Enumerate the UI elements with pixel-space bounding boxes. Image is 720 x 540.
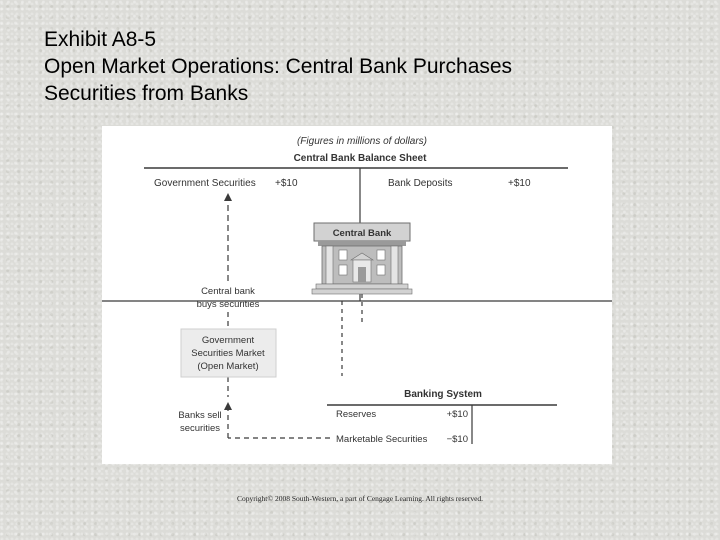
bank-deposits-value: +$10 bbox=[508, 178, 531, 189]
government-securities-value: +$10 bbox=[275, 178, 298, 189]
exhibit-number: Exhibit A8-5 bbox=[44, 28, 157, 51]
open-market-diagram: (Figures in millions of dollars) Central… bbox=[102, 136, 612, 445]
balance-sheet-heading: Central Bank Balance Sheet bbox=[294, 153, 427, 164]
central-bank-buys-line-1: Central bank bbox=[201, 286, 255, 297]
copyright-notice: Copyright© 2008 South-Western, a part of… bbox=[236, 494, 484, 503]
diagram-panel: (Figures in millions of dollars) Central… bbox=[102, 126, 612, 464]
government-securities-label: Government Securities bbox=[154, 178, 256, 189]
marketable-securities-label: Marketable Securities bbox=[336, 434, 428, 445]
open-market-line-1: Government bbox=[202, 335, 255, 346]
reserves-value: +$10 bbox=[447, 409, 468, 420]
open-market-box bbox=[180, 328, 277, 378]
central-bank-buys-line-2: buys securities bbox=[197, 299, 260, 310]
figures-note: (Figures in millions of dollars) bbox=[297, 136, 427, 147]
banking-system-heading: Banking System bbox=[404, 389, 482, 400]
bank-deposits-label: Bank Deposits bbox=[388, 178, 452, 189]
exhibit-title-line-1: Open Market Operations: Central Bank Pur… bbox=[44, 55, 513, 78]
reserves-label: Reserves bbox=[336, 409, 376, 420]
banks-sell-line-1: Banks sell bbox=[178, 410, 221, 421]
marketable-securities-value: −$10 bbox=[447, 434, 468, 445]
slide-title: Exhibit A8-5 Open Market Operations: Cen… bbox=[44, 26, 512, 107]
banks-sell-line-2: securities bbox=[180, 423, 220, 434]
open-market-line-3: (Open Market) bbox=[197, 361, 258, 372]
central-bank-building-icon bbox=[311, 222, 413, 295]
open-market-line-2: Securities Market bbox=[191, 348, 265, 359]
central-bank-building-label: Central Bank bbox=[333, 228, 392, 239]
exhibit-title-line-2: Securities from Banks bbox=[44, 82, 249, 105]
